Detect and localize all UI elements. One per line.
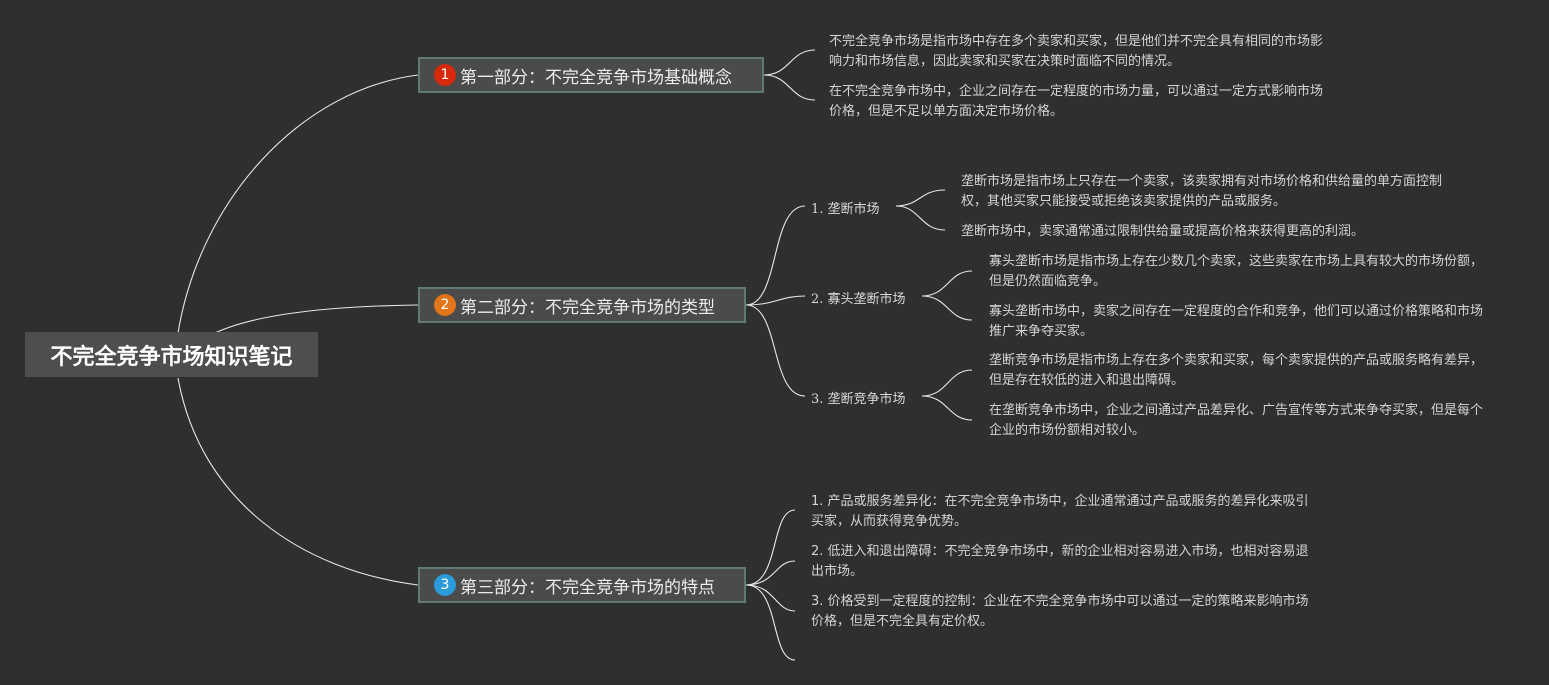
note-text: 在不完全竞争市场中，企业之间存在一定程度的市场力量，可以通过一定方式影响市场价格… xyxy=(829,84,1324,119)
link-topic1-note2 xyxy=(763,74,816,101)
point-item: 3. 价格受到一定程度的控制：企业在不完全竞争市场中可以通过一定的策略来影响市场… xyxy=(811,594,1309,629)
topic-node-part3[interactable]: 3 第三部分：不完全竞争市场的特点 xyxy=(418,567,746,603)
note-text: 寡头垄断市场是指市场上存在少数几个卖家，这些卖家在市场上具有较大的市场份额，但是… xyxy=(989,254,1484,289)
subtopic-monopoly[interactable]: 1. 垄断市场 xyxy=(811,202,880,217)
note-text: 不完全竞争市场是指市场中存在多个卖家和买家，但是他们并不完全具有相同的市场影响力… xyxy=(829,34,1324,69)
point-item: 2. 低进入和退出障碍：不完全竞争市场中，新的企业相对容易进入市场，也相对容易退… xyxy=(811,544,1309,579)
topic-label: 第二部分：不完全竞争市场的类型 xyxy=(460,297,715,318)
topic-label: 第一部分：不完全竞争市场基础概念 xyxy=(460,67,732,88)
link-topic3-point2 xyxy=(745,560,796,586)
root-node[interactable]: 不完全竞争市场知识笔记 xyxy=(25,332,318,377)
link-topic1-note1 xyxy=(763,49,816,76)
topic-node-part2[interactable]: 2 第二部分：不完全竞争市场的类型 xyxy=(418,287,746,323)
link-topic3-point3 xyxy=(745,584,796,612)
topic-label: 第三部分：不完全竞争市场的特点 xyxy=(460,577,715,598)
link-topic3-point4 xyxy=(745,584,796,661)
link-sub2-note2 xyxy=(921,295,973,321)
topic-node-part1[interactable]: 1 第一部分：不完全竞争市场基础概念 xyxy=(418,57,764,93)
note-text: 垄断竞争市场是指市场上存在多个卖家和买家，每个卖家提供的产品或服务略有差异，但是… xyxy=(989,353,1484,388)
subtopic-oligopoly[interactable]: 2. 寡头垄断市场 xyxy=(811,292,906,307)
note-text: 垄断市场中，卖家通常通过限制供给量或提高价格来获得更高的利润。 xyxy=(961,224,1365,239)
link-sub2-note1 xyxy=(921,270,973,297)
link-topic3-point1 xyxy=(745,509,796,586)
subtopic-monopolistic-competition[interactable]: 3. 垄断竞争市场 xyxy=(811,392,906,407)
note-text: 寡头垄断市场中，卖家之间存在一定程度的合作和竞争，他们可以通过价格策略和市场推广… xyxy=(989,304,1484,339)
note-text: 垄断市场是指市场上只存在一个卖家，该卖家拥有对市场价格和供给量的单方面控制权，其… xyxy=(961,174,1443,209)
link-topic2-sub3 xyxy=(745,304,806,397)
point-item: 1. 产品或服务差异化：在不完全竞争市场中，企业通常通过产品或服务的差异化来吸引… xyxy=(811,494,1309,529)
link-sub1-note2 xyxy=(895,205,946,231)
badge-2-icon: 2 xyxy=(434,294,456,316)
link-root-topic2 xyxy=(214,304,419,334)
note-text: 在垄断竞争市场中，企业之间通过产品差异化、广告宣传等方式来争夺买家，但是每个企业… xyxy=(989,403,1484,438)
root-title: 不完全竞争市场知识笔记 xyxy=(50,344,293,370)
link-root-topic3 xyxy=(177,377,419,586)
link-sub3-note2 xyxy=(921,395,973,421)
link-sub3-note1 xyxy=(921,369,973,397)
badge-3-icon: 3 xyxy=(434,574,456,596)
link-root-topic1 xyxy=(177,74,419,334)
link-topic2-sub2 xyxy=(745,295,806,306)
link-topic2-sub1 xyxy=(745,205,806,306)
badge-1-icon: 1 xyxy=(434,64,456,86)
link-sub1-note1 xyxy=(895,189,946,207)
